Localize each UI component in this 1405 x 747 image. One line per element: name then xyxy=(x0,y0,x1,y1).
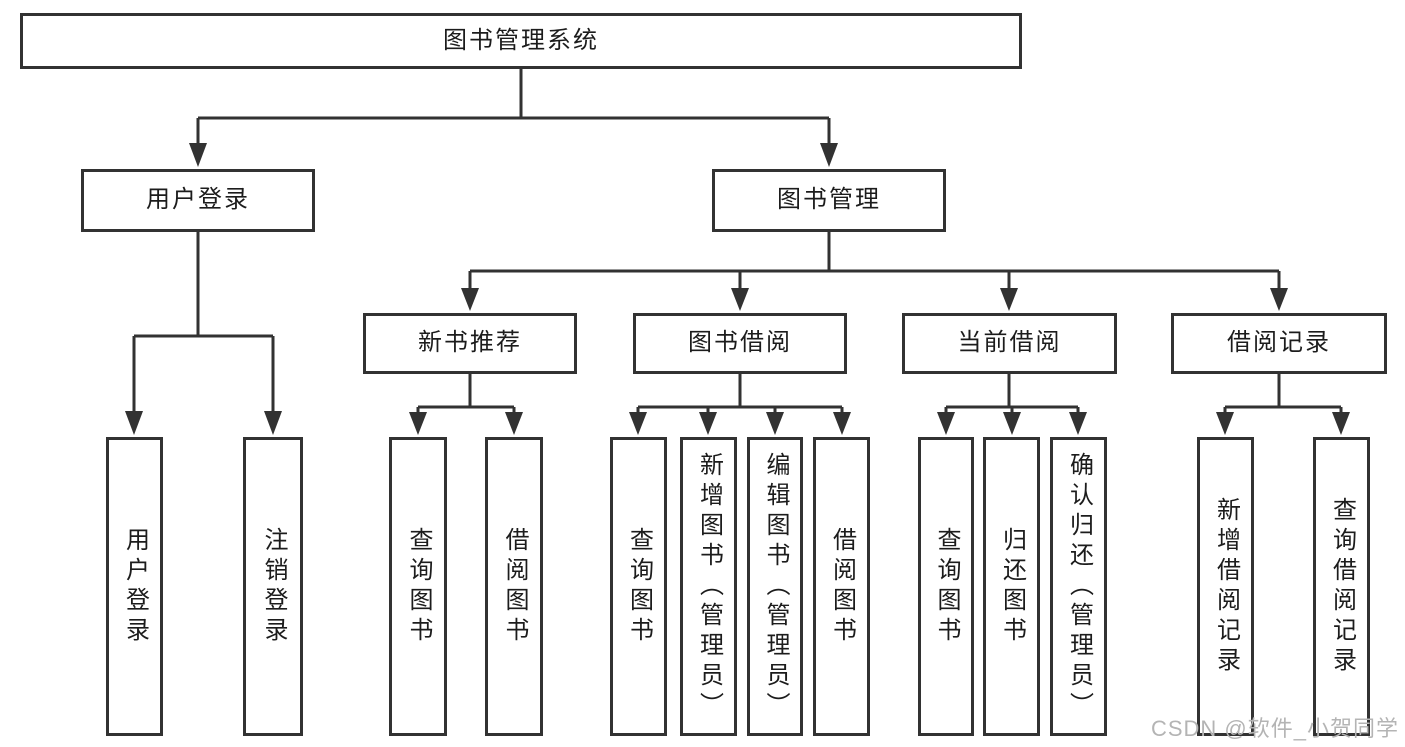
leaf-newbook-borrow-books: 借阅图书 xyxy=(485,437,543,736)
connector-user-login-leaves xyxy=(132,232,275,415)
leaf-borrow-edit-books-admin-label: 编辑图书（管理员） xyxy=(762,451,789,722)
node-book-borrowing-label: 图书借阅 xyxy=(688,329,792,357)
node-book-management: 图书管理 xyxy=(712,169,946,232)
node-new-book-recommend-label: 新书推荐 xyxy=(418,329,522,357)
node-borrowing-records: 借阅记录 xyxy=(1171,313,1387,374)
connector-new-book-leaves xyxy=(416,374,516,417)
connector-borrowing-records-leaves xyxy=(1223,374,1343,417)
leaf-borrow-borrow-books-label: 借阅图书 xyxy=(828,526,856,647)
arrowhead-borrow-borrow xyxy=(833,412,851,435)
leaf-records-query-record-label: 查询借阅记录 xyxy=(1328,496,1356,677)
node-user-login-label: 用户登录 xyxy=(146,186,250,214)
node-book-borrowing: 图书借阅 xyxy=(633,313,847,374)
arrowhead-book-management xyxy=(820,143,838,167)
connector-book-management-to-level3 xyxy=(468,232,1281,292)
node-borrowing-records-label: 借阅记录 xyxy=(1227,329,1331,357)
leaf-records-add-record-label: 新增借阅记录 xyxy=(1212,496,1240,677)
leaf-user-login: 用户登录 xyxy=(106,437,163,736)
leaf-current-confirm-return-admin-label: 确认归还（管理员） xyxy=(1065,451,1093,722)
leaf-logout: 注销登录 xyxy=(243,437,303,736)
csdn-watermark: CSDN @软件_小贺同学 xyxy=(1150,716,1399,741)
node-current-borrowing: 当前借阅 xyxy=(902,313,1117,374)
arrowhead-current-confirm xyxy=(1069,412,1087,435)
arrowhead-current-query xyxy=(937,412,955,435)
leaf-borrow-query-books: 查询图书 xyxy=(610,437,667,736)
leaf-records-query-record: 查询借阅记录 xyxy=(1313,437,1370,736)
connector-current-borrowing-leaves xyxy=(944,374,1080,417)
node-current-borrowing-label: 当前借阅 xyxy=(957,329,1062,357)
arrowhead-records-add xyxy=(1216,412,1234,435)
leaf-current-confirm-return-admin: 确认归还（管理员） xyxy=(1050,437,1107,736)
node-new-book-recommend: 新书推荐 xyxy=(363,313,577,374)
leaf-user-login-label: 用户登录 xyxy=(121,526,149,647)
arrowhead-borrow-add xyxy=(699,412,717,435)
arrowhead-records-query xyxy=(1332,412,1350,435)
leaf-records-add-record: 新增借阅记录 xyxy=(1197,437,1254,736)
arrowhead-new-book-recommend xyxy=(461,288,479,311)
leaf-current-query-books: 查询图书 xyxy=(918,437,974,736)
arrowhead-newbook-borrow xyxy=(505,412,523,435)
node-book-management-label: 图书管理 xyxy=(777,186,881,214)
arrowhead-current-return xyxy=(1003,412,1021,435)
arrowhead-leaf-user-login xyxy=(125,411,143,435)
leaf-borrow-add-books-admin: 新增图书（管理员） xyxy=(680,437,737,736)
leaf-newbook-query-books: 查询图书 xyxy=(389,437,447,736)
leaf-newbook-query-books-label: 查询图书 xyxy=(405,526,432,647)
leaf-logout-label: 注销登录 xyxy=(260,526,287,647)
node-user-login: 用户登录 xyxy=(81,169,315,232)
arrowhead-current-borrowing xyxy=(1000,288,1018,311)
leaf-newbook-borrow-books-label: 借阅图书 xyxy=(501,526,528,647)
leaf-current-return-books-label: 归还图书 xyxy=(998,526,1026,647)
leaf-borrow-edit-books-admin: 编辑图书（管理员） xyxy=(747,437,803,736)
arrowhead-user-login xyxy=(189,143,207,167)
connector-root-to-level2 xyxy=(196,69,831,146)
leaf-current-query-books-label: 查询图书 xyxy=(933,526,960,647)
arrowhead-newbook-query xyxy=(409,412,427,435)
arrowhead-borrow-edit xyxy=(766,412,784,435)
connector-book-borrowing-leaves xyxy=(636,374,844,417)
arrowhead-book-borrowing xyxy=(731,288,749,311)
arrowhead-borrowing-records xyxy=(1270,288,1288,311)
leaf-borrow-borrow-books: 借阅图书 xyxy=(813,437,870,736)
arrowhead-leaf-logout xyxy=(264,411,282,435)
leaf-borrow-query-books-label: 查询图书 xyxy=(625,526,653,647)
arrowhead-borrow-query xyxy=(629,412,647,435)
leaf-borrow-add-books-admin-label: 新增图书（管理员） xyxy=(695,451,723,722)
node-system-root: 图书管理系统 xyxy=(20,13,1022,69)
leaf-current-return-books: 归还图书 xyxy=(983,437,1040,736)
node-system-root-label: 图书管理系统 xyxy=(443,26,599,54)
